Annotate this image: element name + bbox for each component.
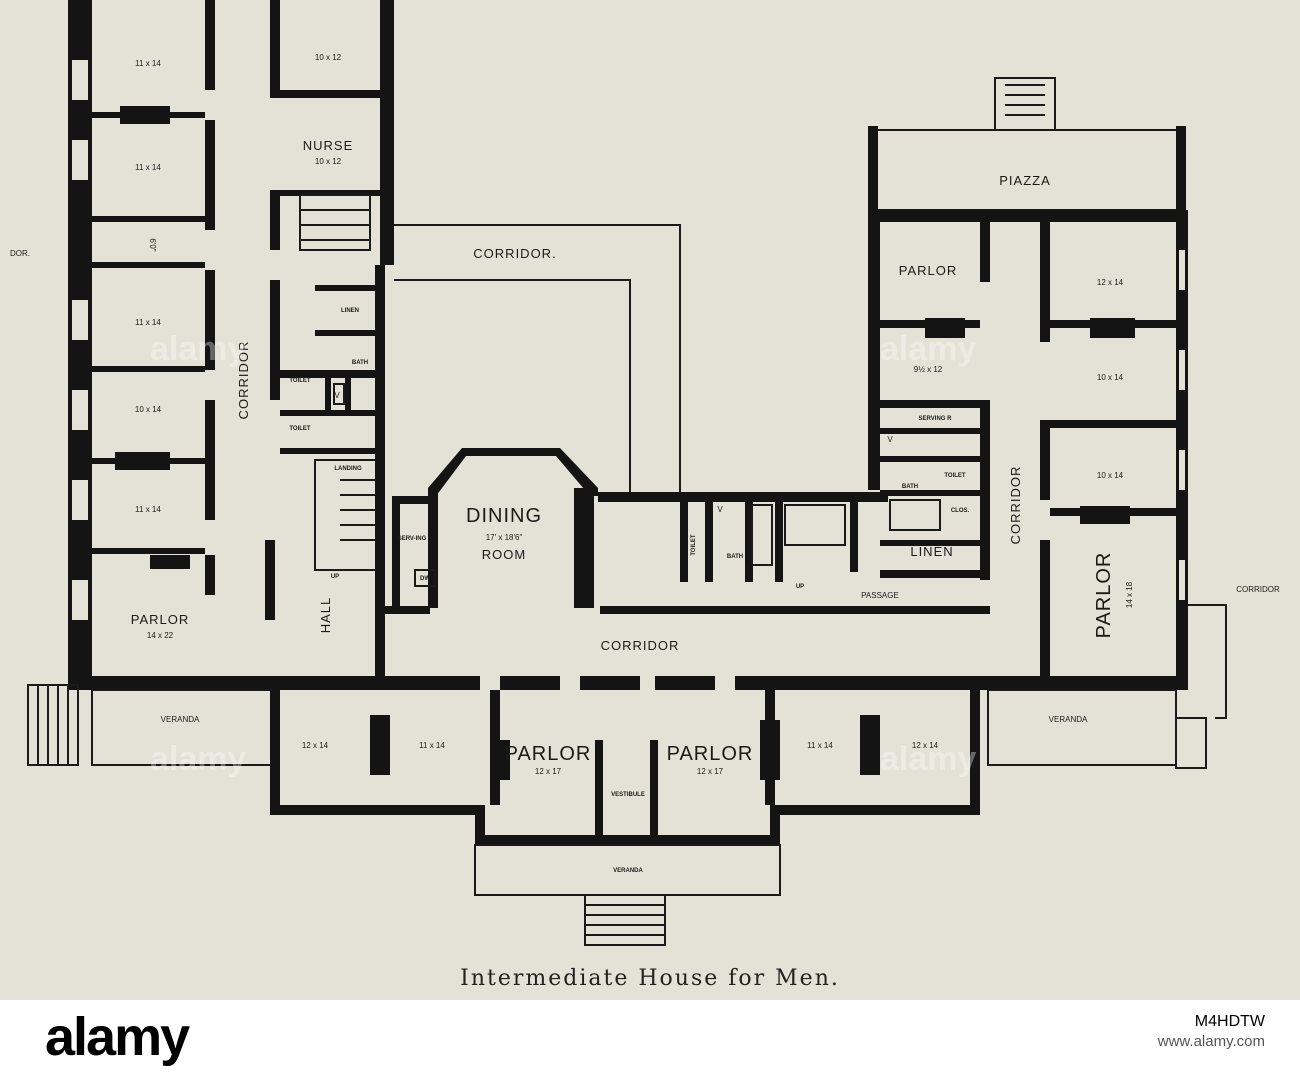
room-label-front-parlor-right: PARLOR bbox=[667, 743, 754, 765]
watermark-text-2: alamy bbox=[880, 330, 976, 368]
width-note: 6'0" bbox=[148, 238, 157, 251]
room-label-toilet-mid: TOILET bbox=[691, 534, 697, 556]
room-label-clos: CLOS. bbox=[951, 508, 970, 514]
room-label-bath-left: BATH bbox=[352, 360, 368, 366]
room-label-bath-mid: BATH bbox=[727, 554, 743, 560]
room-label-corridor-top: CORRIDOR. bbox=[473, 246, 556, 261]
room-label-veranda-left: VERANDA bbox=[161, 715, 200, 724]
center-walls bbox=[380, 224, 990, 690]
alamy-logo: alamy bbox=[45, 1007, 190, 1067]
room-label-lw-r2: 11 x 14 bbox=[135, 163, 161, 172]
room-label-nurse-dim: 10 x 12 bbox=[315, 157, 342, 166]
room-label-corridor-main: CORRIDOR bbox=[601, 638, 680, 653]
up-mark-2: UP bbox=[796, 584, 804, 590]
room-label-corridor-left: CORRIDOR bbox=[236, 341, 251, 420]
room-label-corridor-right: CORRIDOR bbox=[1008, 466, 1023, 545]
room-label-rw-parlor: PARLOR bbox=[899, 263, 958, 278]
corridor-cut-left: DOR. bbox=[10, 249, 30, 258]
room-label-nurse: NURSE bbox=[303, 138, 354, 153]
room-label-front-parlor-right-dim: 12 x 17 bbox=[697, 767, 724, 776]
v-mark: V bbox=[334, 391, 340, 400]
room-label-hall: HALL bbox=[318, 597, 333, 634]
room-label-rw-parlor2: PARLOR bbox=[1093, 552, 1115, 639]
room-label-toilet-left-2: TOILET bbox=[289, 426, 311, 432]
right-wing-walls bbox=[868, 77, 1227, 719]
room-label-front-parlor-left-dim: 12 x 17 bbox=[535, 767, 562, 776]
v-mark-3: V bbox=[887, 435, 893, 444]
room-labels: 11 x 14 11 x 14 11 x 14 10 x 14 11 x 14 … bbox=[10, 53, 1280, 991]
room-label-serving-left: SERV-ING R bbox=[398, 536, 433, 542]
room-label-rw-parlor2-dim: 14 x 18 bbox=[1125, 581, 1134, 608]
room-label-front-r2: 11 x 14 bbox=[419, 741, 445, 750]
watermark-text-4: alamy bbox=[880, 740, 976, 778]
room-label-front-parlor-left: PARLOR bbox=[505, 743, 592, 765]
room-label-lw-r5: 11 x 14 bbox=[135, 505, 161, 514]
room-label-lw-r1: 11 x 14 bbox=[135, 59, 161, 68]
room-label-rw-r1: 12 x 14 bbox=[1097, 278, 1124, 287]
plan-caption: Intermediate House for Men. bbox=[460, 966, 840, 991]
floor-plan-svg: 11 x 14 11 x 14 11 x 14 10 x 14 11 x 14 … bbox=[10, 0, 1280, 991]
room-label-rw-r2: 9½ x 12 bbox=[914, 365, 943, 374]
room-label-bath-right: BATH bbox=[902, 484, 918, 490]
room-label-linen-left: LINEN bbox=[341, 308, 359, 314]
watermark-layer: alamy alamy alamy alamy bbox=[150, 330, 976, 778]
room-label-front-r4: 12 x 14 bbox=[912, 741, 939, 750]
v-mark-2: V bbox=[717, 505, 723, 514]
room-label-lw-top-right: 10 x 12 bbox=[315, 53, 342, 62]
room-label-lw-parlor: PARLOR bbox=[131, 612, 190, 627]
room-label-lw-parlor-dim: 14 x 22 bbox=[147, 631, 174, 640]
room-label-dining: DINING bbox=[466, 505, 542, 527]
image-code: M4HDTW bbox=[1194, 1013, 1265, 1030]
room-label-dining-dim: 17' x 18'6" bbox=[486, 533, 523, 542]
site-url: www.alamy.com bbox=[1157, 1033, 1265, 1050]
room-label-front-r3: 11 x 14 bbox=[807, 741, 833, 750]
watermark-text-3: alamy bbox=[150, 740, 246, 778]
room-label-serving-right: SERVING R bbox=[919, 416, 953, 422]
room-label-toilet-left-1: TOILET bbox=[289, 378, 311, 384]
room-label-front-r1: 12 x 14 bbox=[302, 741, 329, 750]
room-label-linen-right: LINEN bbox=[910, 544, 953, 559]
up-mark-1: UP bbox=[331, 574, 339, 580]
room-label-piazza: PIAZZA bbox=[999, 173, 1051, 188]
floor-plan-drawing: 11 x 14 11 x 14 11 x 14 10 x 14 11 x 14 … bbox=[0, 0, 1300, 1000]
room-label-dw: DW bbox=[420, 576, 430, 582]
left-wing-walls bbox=[68, 0, 394, 690]
room-label-lw-r3: 11 x 14 bbox=[135, 318, 161, 327]
room-label-corridor-right-edge: CORRIDOR bbox=[1236, 585, 1280, 594]
room-label-passage: PASSAGE bbox=[861, 591, 899, 600]
front-wing-walls bbox=[27, 684, 1207, 946]
room-label-dining-room: ROOM bbox=[482, 547, 526, 562]
room-label-lw-r4: 10 x 14 bbox=[135, 405, 162, 414]
room-label-veranda-front: VERANDA bbox=[613, 868, 643, 874]
room-label-toilet-right: TOILET bbox=[944, 473, 966, 479]
watermark-text-1: alamy bbox=[150, 330, 246, 368]
room-label-rw-r3: 10 x 14 bbox=[1097, 373, 1124, 382]
stock-footer-bar bbox=[0, 1000, 1300, 1081]
room-label-rw-r4: 10 x 14 bbox=[1097, 471, 1124, 480]
room-label-veranda-right: VERANDA bbox=[1049, 715, 1088, 724]
image-id-block: M4HDTW www.alamy.com bbox=[1075, 1012, 1265, 1052]
room-label-landing: LANDING bbox=[334, 466, 362, 472]
room-label-vestibule: VESTIBULE bbox=[611, 792, 645, 798]
